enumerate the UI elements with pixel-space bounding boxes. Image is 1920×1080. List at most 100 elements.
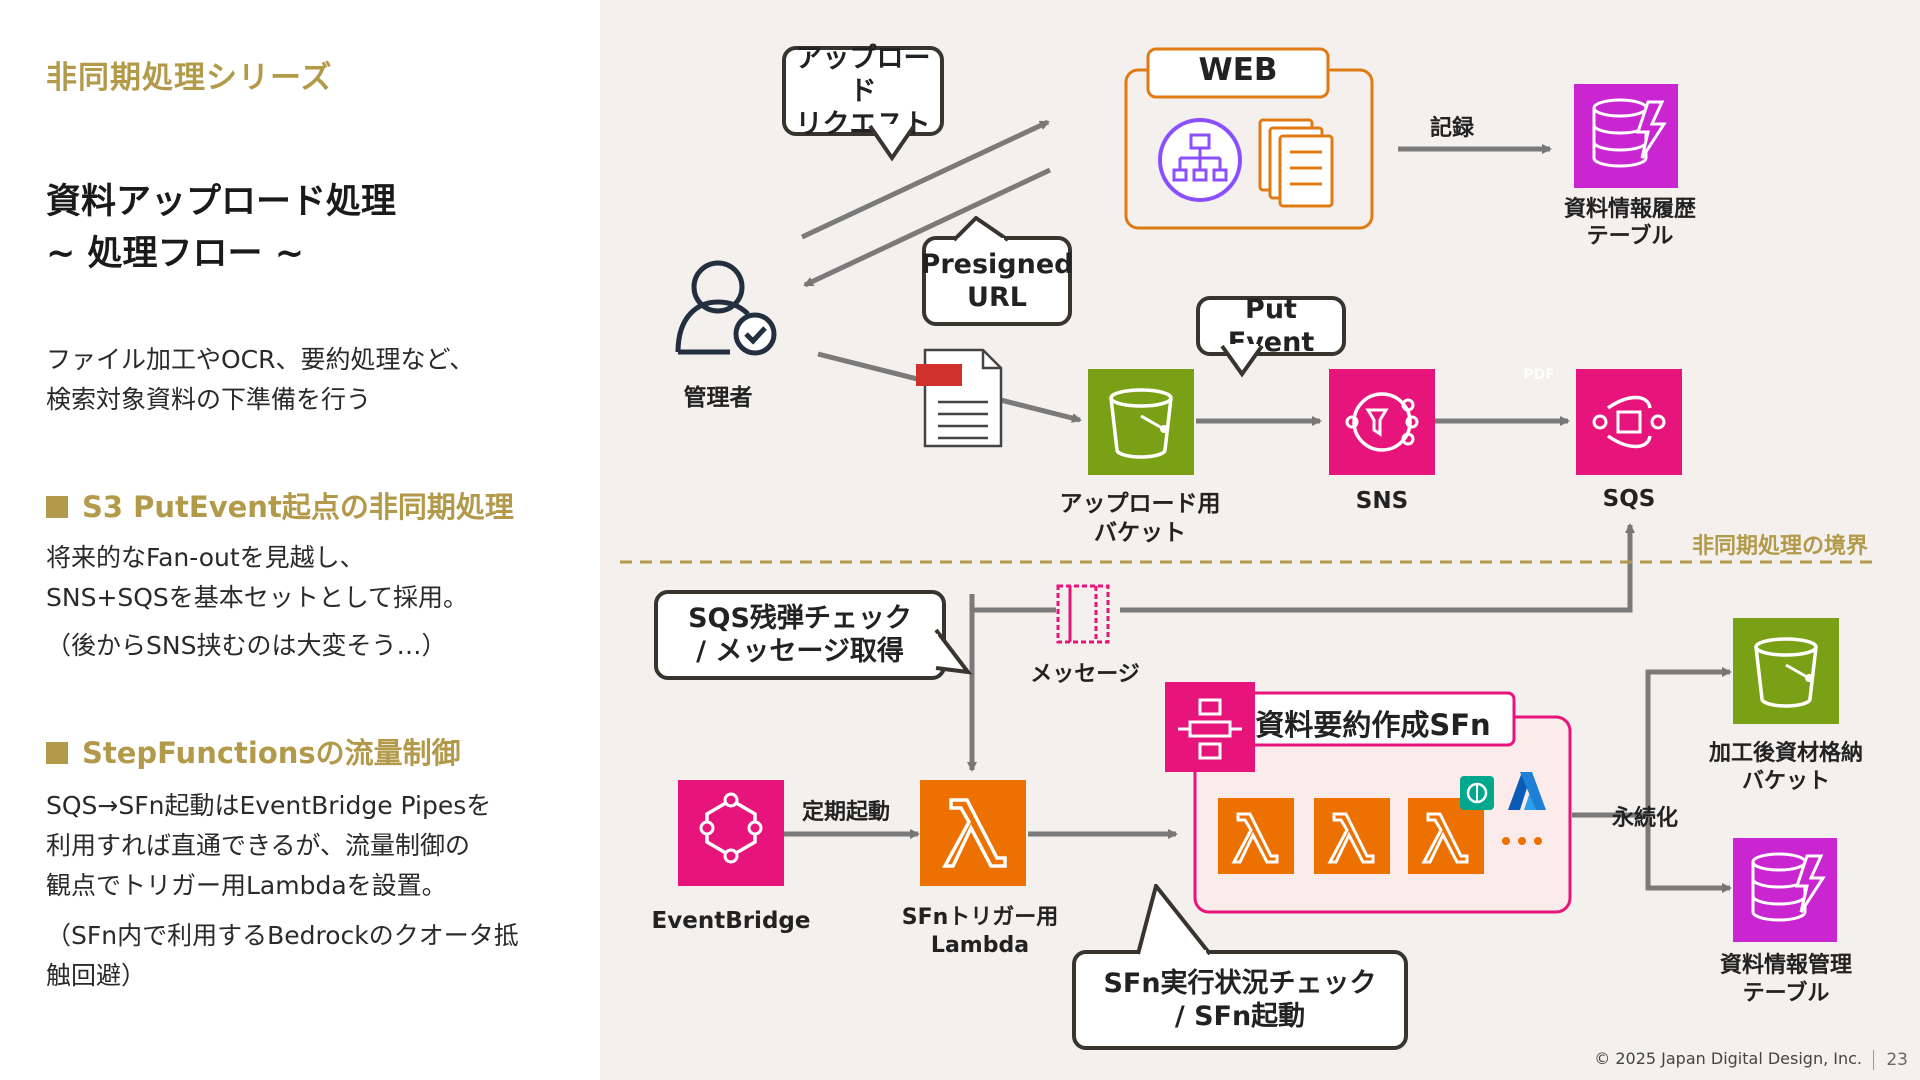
arrow-upload-request (800, 119, 1050, 240)
arrow-presigned-url (803, 167, 1052, 288)
bubble-line: SQS残弾チェック (688, 603, 912, 634)
sns-icon (1329, 369, 1435, 475)
web-title-box (1146, 47, 1330, 99)
bubble-tail (1136, 884, 1212, 956)
bubble-line: URL (967, 282, 1027, 313)
label-line: バケット (1094, 520, 1186, 546)
title-line: ~ 処理フロー ~ (46, 234, 305, 274)
user-icon (675, 260, 750, 355)
section2-line: 観点でトリガー用Lambdaを設置。 (46, 871, 447, 900)
pdf-file-icon (916, 348, 1003, 448)
copyright-text: © 2025 Japan Digital Design, Inc. (1594, 1049, 1862, 1068)
page-title: 資料アップロード処理 ~ 処理フロー ~ (46, 176, 396, 280)
boundary-label: 非同期処理の境界 (1692, 534, 1869, 559)
sitemap-icon (1158, 118, 1242, 202)
schedule-label: 定期起動 (802, 800, 891, 825)
section1-line: （後からSNS挟むのは大変そう…） (46, 631, 447, 660)
check-badge-icon (733, 312, 777, 356)
bubble-line: / SFn起動 (1174, 1001, 1306, 1032)
bubble-tail (868, 124, 916, 162)
diagram-canvas (620, 47, 1880, 942)
section1-heading-text: S3 PutEvent起点の非同期処理 (82, 490, 514, 524)
upload-request-bubble: アップロードリクエスト (782, 43, 944, 140)
documents-icon (1258, 118, 1334, 208)
bubble-tail (952, 216, 1010, 242)
message-icon (1056, 584, 1110, 644)
left-panel: 非同期処理シリーズ 資料アップロード処理 ~ 処理フロー ~ ファイル加工やOC… (0, 0, 600, 1080)
sqs-icon (1576, 369, 1682, 475)
bubble-line: SFn実行状況チェック (1103, 968, 1377, 999)
pdf-label: PDF (1523, 367, 1555, 383)
sfn-check-bubble: SFn実行状況チェック/ SFn起動 (1072, 950, 1408, 1050)
sns-label: SNS (1355, 488, 1409, 514)
sfn-title: 資料要約作成SFn (1255, 708, 1491, 742)
label-line: SFnトリガー用 (901, 905, 1059, 930)
label-line: 資料情報管理 (1719, 953, 1852, 978)
bubble-line: Presigned (920, 249, 1074, 280)
azure-icon (1508, 772, 1546, 810)
section1-line: 将来的なFan-outを見越し、 (46, 543, 365, 572)
intro-line: ファイル加工やOCR、要約処理など、 (46, 345, 475, 374)
processed-bucket-label: 加工後資材格納 バケット (1696, 740, 1876, 796)
bubble-line: Put Event (1227, 294, 1315, 358)
label-line: アップロード用 (1059, 491, 1221, 517)
sqs-label: SQS (1602, 486, 1656, 512)
series-label: 非同期処理シリーズ (46, 60, 333, 96)
label-line: テーブル (1586, 224, 1674, 249)
page-number: 23 (1873, 1050, 1908, 1070)
bullet-square (46, 496, 68, 518)
section2-line: SQS→SFn起動はEventBridge Pipesを (46, 791, 492, 820)
intro-text: ファイル加工やOCR、要約処理など、 検索対象資料の下準備を行う (46, 340, 474, 420)
s3-processed-bucket-icon (1733, 618, 1839, 724)
section2-heading-text: StepFunctionsの流量制御 (82, 736, 461, 770)
record-label: 記録 (1430, 116, 1475, 141)
bubble-line: / メッセージ取得 (696, 636, 904, 667)
dynamodb-history-icon (1574, 84, 1678, 188)
label-line: テーブル (1742, 981, 1830, 1006)
label-line: 資料情報履歴 (1563, 197, 1696, 222)
step-functions-icon (1165, 682, 1255, 772)
intro-line: 検索対象資料の下準備を行う (46, 385, 372, 414)
upload-bucket-label: アップロード用 バケット (1050, 490, 1230, 548)
title-line: 資料アップロード処理 (46, 182, 397, 222)
message-label: メッセージ (1030, 662, 1140, 687)
bubble-tail (934, 628, 973, 675)
label-line: 加工後資材格納 (1708, 741, 1863, 766)
admin-label: 管理者 (683, 385, 753, 411)
lambda-step-icon (1408, 798, 1484, 874)
section2-heading: StepFunctionsの流量制御 (46, 730, 461, 772)
arrow-manage-table (1645, 815, 1732, 893)
s3-upload-bucket-icon (1088, 369, 1194, 475)
web-label: WEB (1198, 52, 1278, 88)
bubble-line: アップロード (795, 42, 931, 107)
lambda-trigger-icon (920, 780, 1026, 886)
bullet-square (46, 742, 68, 764)
label-line: Lambda (930, 933, 1030, 958)
dynamodb-manage-icon (1733, 838, 1837, 942)
more-dots-icon (1502, 837, 1542, 845)
section2-body: SQS→SFn起動はEventBridge Pipesを 利用すれば直通できるが… (46, 786, 519, 996)
section2-line: 触回避） (46, 961, 147, 990)
bedrock-icon (1460, 776, 1494, 810)
arrow-processed-bucket (1645, 667, 1732, 815)
section1-heading: S3 PutEvent起点の非同期処理 (46, 484, 514, 526)
eventbridge-icon (678, 780, 784, 886)
section2-line: （SFn内で利用するBedrockのクオータ抵 (46, 921, 519, 950)
section2-line: 利用すれば直通できるが、流量制御の (46, 831, 471, 860)
bubble-tail (1220, 344, 1264, 378)
sqs-check-bubble: SQS残弾チェック/ メッセージ取得 (654, 590, 946, 680)
arrow-to-sqs (1120, 523, 1635, 613)
trigger-lambda-label: SFnトリガー用 Lambda (890, 904, 1070, 960)
eventbridge-label: EventBridge (651, 908, 811, 934)
section1-body: 将来的なFan-outを見越し、 SNS+SQSを基本セットとして採用。 （後か… (46, 538, 468, 666)
lambda-step-icon (1314, 798, 1390, 874)
manage-table-label: 資料情報管理 テーブル (1696, 952, 1876, 1008)
section1-line: SNS+SQSを基本セットとして採用。 (46, 583, 469, 612)
put-event-bubble: Put Event (1196, 294, 1346, 358)
history-table-label: 資料情報履歴 テーブル (1540, 196, 1720, 250)
lambda-step-icon (1218, 798, 1294, 874)
persist-label: 永続化 (1612, 806, 1679, 831)
label-line: バケット (1741, 769, 1830, 794)
